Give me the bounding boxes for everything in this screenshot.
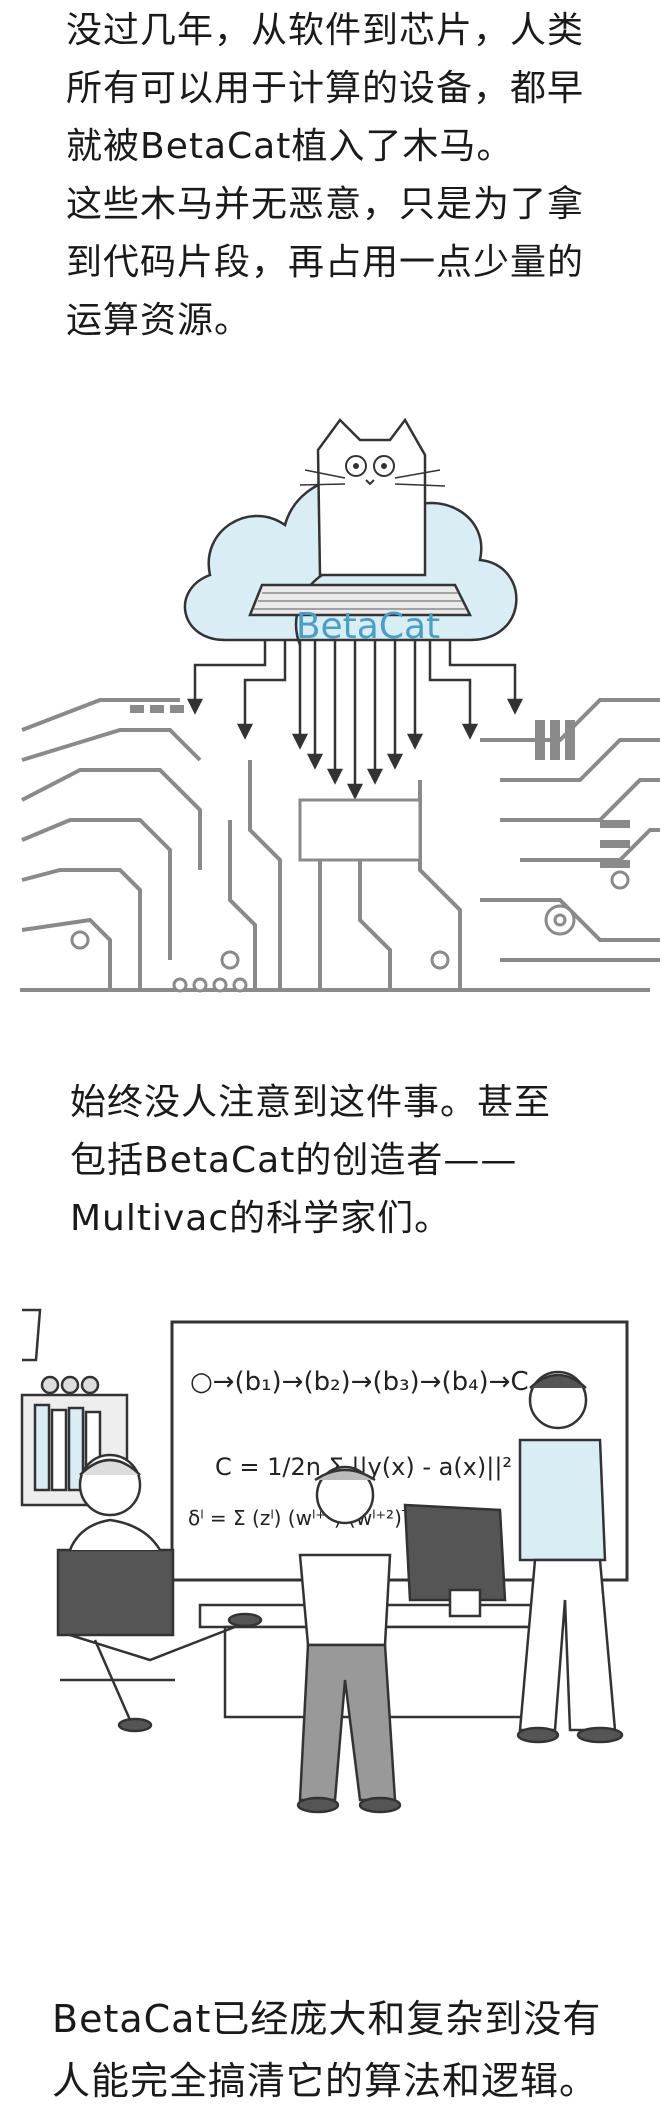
keyboard-icon	[248, 583, 473, 617]
cloud-label: BetaCat	[296, 606, 440, 647]
text-line: 这些木马并无恶意，只是为了拿	[66, 184, 585, 225]
board-formula-1: ○→(b₁)→(b₂)→(b₃)→(b₄)→C	[190, 1367, 529, 1397]
text-line: 就被BetaCat植入了木马。	[66, 126, 514, 167]
betacat-cloud-illustration: BetaCat	[20, 417, 660, 993]
scientist-standing-right	[516, 1370, 624, 1744]
text-line: 人能完全搞清它的算法和逻辑。	[52, 2059, 599, 2103]
circuit-chip	[70, 705, 630, 993]
scientists-lab-illustration: ○→(b₁)→(b₂)→(b₃)→(b₄)→C C = 1/2n Σ ||y(x…	[20, 1308, 629, 1814]
scientist-seated	[56, 1453, 263, 1733]
paragraph-3: BetaCat已经庞大和复杂到没有 人能完全搞清它的算法和逻辑。	[52, 1988, 671, 2112]
text-line: 始终没人注意到这件事。甚至	[70, 1082, 552, 1123]
bookshelf	[20, 1308, 129, 1507]
text-line: 没过几年，从软件到芯片，人类	[66, 10, 585, 51]
paragraph-2: 始终没人注意到这件事。甚至 包括BetaCat的创造者—— Multivac的科…	[70, 1074, 671, 1248]
paragraph-1: 没过几年，从软件到芯片，人类 所有可以用于计算的设备，都早 就被BetaCat植…	[66, 2, 671, 350]
text-line: 运算资源。	[66, 300, 252, 341]
text-line: BetaCat已经庞大和复杂到没有	[52, 1997, 602, 2041]
data-arrows	[186, 640, 524, 800]
text-line: Multivac的科学家们。	[70, 1198, 452, 1239]
text-line: 所有可以用于计算的设备，都早	[66, 68, 585, 109]
cat-icon	[294, 417, 446, 646]
text-line: 到代码片段，再占用一点少量的	[66, 242, 585, 283]
scientist-standing-back	[296, 1465, 402, 1814]
text-line: 包括BetaCat的创造者——	[70, 1140, 518, 1181]
